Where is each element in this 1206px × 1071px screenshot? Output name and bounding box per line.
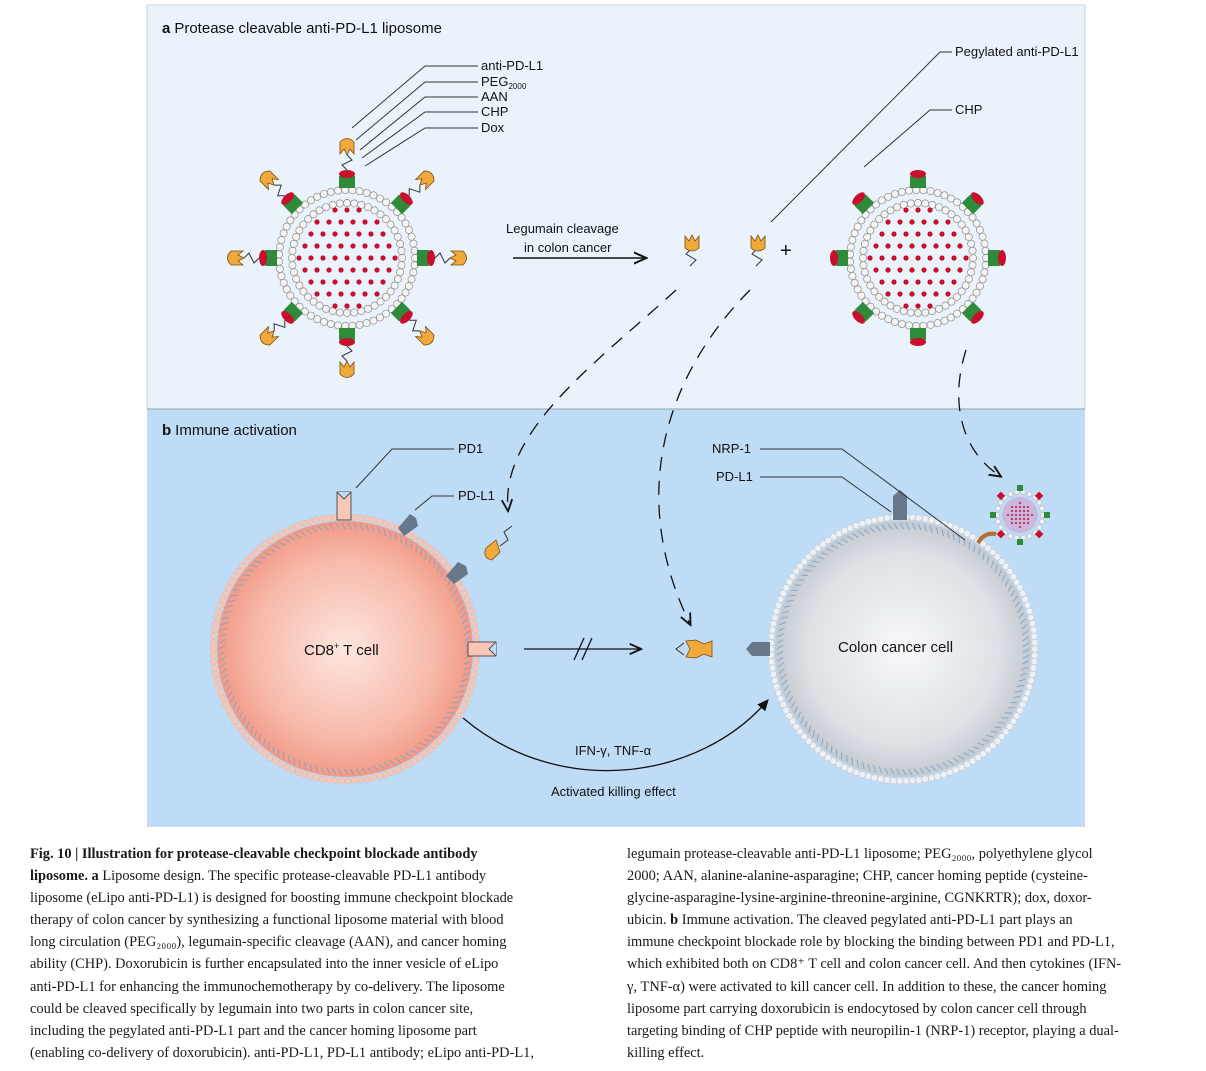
homing-liposome-bound xyxy=(990,485,1050,545)
caption-line: killing effect. xyxy=(627,1044,705,1061)
pegylated-anti-pd-l1-label: Pegylated anti-PD-L1 xyxy=(955,44,1079,59)
cancer-homing-liposome xyxy=(830,170,1006,346)
caption-line: ubicin. b Immune activation. The cleaved… xyxy=(627,912,1073,929)
legend-anti-pd-l1: anti-PD-L1 xyxy=(481,58,543,73)
caption-line: γ, TNF-α) were activated to kill cancer … xyxy=(627,978,1107,995)
colon-cancer-cell xyxy=(767,513,1039,785)
caption-line: (enabling co-delivery of doxorubicin). a… xyxy=(30,1044,534,1061)
legend-peg: PEG2000 xyxy=(481,74,527,91)
nrp1-label: NRP-1 xyxy=(712,441,751,456)
nrp1-label-line xyxy=(760,448,966,541)
nrp1-receptor xyxy=(976,531,997,545)
dashed-trajectories xyxy=(508,289,1000,624)
legend-aan: AAN xyxy=(481,89,508,104)
anti-pd-l1-bound xyxy=(484,525,513,561)
caption-line: liposome part carrying doxorubicin is en… xyxy=(627,1000,1087,1017)
pd1-label-line xyxy=(355,448,454,489)
caption-line: ability (CHP). Doxorubicin is further en… xyxy=(30,956,499,973)
plus-sign: + xyxy=(780,240,792,262)
cancer-cell-label: Colon cancer cell xyxy=(838,639,953,656)
killing-effect-label: Activated killing effect xyxy=(551,784,676,799)
pd-l1-right-label-line xyxy=(760,476,892,513)
cleaved-antibody-fragment xyxy=(684,234,700,267)
caption-line: 2000; AAN, alanine-alanine-asparagine; C… xyxy=(627,868,1088,885)
caption-line: therapy of colon cancer by synthesizing … xyxy=(30,912,504,929)
legend-chp: CHP xyxy=(481,104,508,119)
eLipo-anti-PD-L1-liposome xyxy=(227,138,467,378)
caption-line: glycine-asparagine-lysine-arginine-threo… xyxy=(627,890,1092,907)
caption-line: could be cleaved specifically by legumai… xyxy=(30,1000,474,1017)
pd-l1-on-t-cell xyxy=(398,514,468,584)
pegylated-anti-PD-L1-fragment xyxy=(750,234,766,267)
pd1-receptor-side xyxy=(467,641,497,657)
cd8-t-cell xyxy=(209,513,481,785)
pd1-receptor xyxy=(336,491,352,521)
chp-label-line xyxy=(863,109,952,168)
caption-line: which exhibited both on CD8⁺ T cell and … xyxy=(627,956,1122,973)
caption-line: immune checkpoint blockade role by block… xyxy=(627,934,1115,951)
caption-left-column: Fig. 10 | Illustration for protease-clea… xyxy=(30,843,605,1064)
caption-line: liposome. a Liposome design. The specifi… xyxy=(30,868,487,885)
caption-line: long circulation (PEG₂₀₀₀), legumain-spe… xyxy=(30,934,507,951)
caption-line: Fig. 10 | Illustration for protease-clea… xyxy=(30,846,478,862)
anti-pd-l1-blocking xyxy=(675,639,713,659)
pd-l1-left-label-line xyxy=(414,495,454,511)
t-cell-label: CD8+ T cell xyxy=(304,641,379,659)
caption-line: liposome (eLipo anti-PD-L1) is designed … xyxy=(30,890,514,907)
pd-l1-left-label: PD-L1 xyxy=(458,488,495,503)
caption-line: targeting binding of CHP peptide with ne… xyxy=(627,1022,1119,1039)
caption-right-column: legumain protease-cleavable anti-PD-L1 l… xyxy=(627,843,1180,1064)
caption-line: legumain protease-cleavable anti-PD-L1 l… xyxy=(627,846,1093,862)
chp-label: CHP xyxy=(955,102,982,117)
pegylated-label-line xyxy=(770,51,952,223)
pd1-label: PD1 xyxy=(458,441,483,456)
activation-arrow xyxy=(462,699,769,772)
component-legend-lines xyxy=(351,65,478,167)
pd-l1-right-label: PD-L1 xyxy=(716,469,753,484)
caption-line: anti-PD-L1 for enhancing the immunochemo… xyxy=(30,978,505,995)
cleavage-label-line2: in colon cancer xyxy=(524,240,612,255)
legend-dox: Dox xyxy=(481,120,505,135)
cleavage-label-line1: Legumain cleavage xyxy=(506,221,619,236)
pd-l1-on-cancer-cell xyxy=(746,642,770,656)
figure-caption: Fig. 10 | Illustration for protease-clea… xyxy=(30,843,1180,1063)
cytokines-label: IFN-γ, TNF-α xyxy=(575,743,652,758)
caption-line: including the pegylated anti-PD-L1 part … xyxy=(30,1022,477,1039)
pd-l1-top-cancer xyxy=(893,490,907,520)
